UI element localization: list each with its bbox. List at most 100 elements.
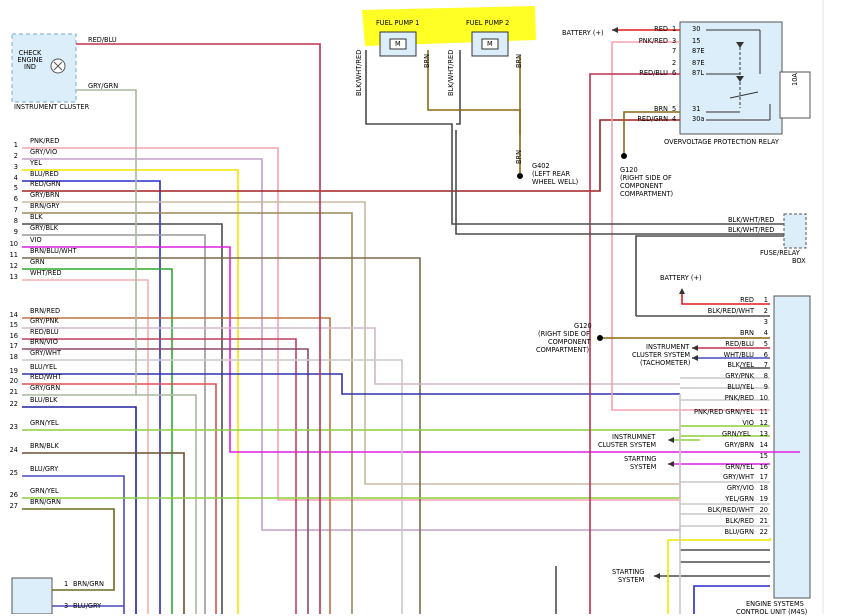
wire-gry-grn-label: GRY/GRN [88, 82, 119, 90]
left-pin-number: 3 [13, 163, 18, 171]
relay-pin-terminal: 30a [692, 115, 705, 123]
ecu-pin-number: 13 [759, 429, 768, 438]
left-pin-wire-label: BRN/BLU/WHT [30, 247, 77, 255]
relay-pin-number: 5 [672, 105, 677, 113]
ecu-pin-number: 11 [759, 408, 768, 416]
ecu-pin-wire-label: GRY/BRN [724, 440, 754, 449]
left-pin-number: 21 [9, 388, 18, 396]
ecu-pin-wire-label: BLK/YEL [727, 361, 754, 370]
left-pin-number: 10 [9, 240, 18, 248]
left-pin-wire-label: BRN/GRY [30, 202, 60, 210]
ecu-pin-wire-label: BLU/YEL [727, 383, 754, 392]
ecu-pin-wire-label: GRY/WHT [722, 473, 754, 482]
ecu-pin-number: 18 [759, 484, 768, 493]
left-pin-wire-label: BLU/BLK [30, 396, 58, 404]
ecu-pin-wire-label: BLU/GRN [724, 527, 754, 536]
relay-pin-terminal: 15 [692, 37, 701, 45]
left-pin-number: 18 [9, 353, 18, 361]
ecu-pin-wire-label: BLK/RED/WHT [707, 506, 754, 515]
ecu-pin-number: 10 [759, 394, 768, 403]
relay-fuse-label: 10A [791, 73, 799, 86]
wire-brn-3: BRN [515, 149, 523, 164]
fuse-box-title2: BOX [792, 257, 806, 265]
relay-box [679, 21, 783, 135]
motor-1-label: M [395, 40, 401, 48]
ecu-pin-wire-label: GRY/PNK [725, 372, 754, 381]
left-pin-wire-label: GRY/WHT [30, 349, 62, 357]
left-pin-number: 20 [9, 377, 18, 385]
left-pin-number: 4 [13, 174, 18, 182]
g402-desc1: (LEFT REAR [532, 170, 571, 178]
relay-pin-wire-label: RED/BLU [639, 69, 668, 77]
g120-mid-desc1: (RIGHT SIDE OF [538, 330, 590, 338]
sensor-pin-number: 3 [64, 602, 69, 610]
g402-title: G402 [532, 162, 550, 170]
ecu-pin-wire-label: RED/BLU [725, 339, 754, 348]
left-pin-wire-label: BLU/YEL [30, 363, 57, 371]
left-pin-number: 5 [13, 184, 18, 192]
relay-fuse [779, 71, 811, 119]
ecu-pin-wire-label: GRN/YEL [725, 462, 754, 471]
left-pin-wire-label: GRN [30, 258, 45, 266]
left-pin-number: 1 [13, 141, 18, 149]
left-pin-number: 22 [9, 400, 18, 408]
left-pin-number: 17 [9, 342, 18, 350]
left-pin-wire-label: GRY/PNK [30, 317, 59, 325]
arrows [612, 27, 698, 579]
ecu-pin-number: 4 [763, 328, 768, 337]
left-pin-wire-label: GRN/YEL [30, 487, 59, 495]
g120-mid-title: G120 [574, 322, 592, 330]
ecu-pin-wire-label: BLK/RED/WHT [707, 306, 754, 315]
relay-pin-number: 4 [672, 115, 677, 123]
sensor-pin-number: 1 [64, 580, 69, 588]
left-pin-number: 12 [9, 262, 18, 270]
left-pin-wire-label: BLU/GRY [30, 465, 59, 473]
left-pin-wire-label: GRY/GRN [30, 384, 61, 392]
ecu-pin-number: 1 [763, 296, 768, 304]
g402-desc2: WHEEL WELL) [532, 178, 579, 186]
g120-top-title: G120 [620, 166, 638, 174]
g120-top-desc1: (RIGHT SIDE OF [620, 174, 672, 182]
ecu-pin-number: 16 [759, 462, 768, 471]
left-pin-wire-label: BRN/RED [30, 307, 61, 315]
left-pin-number: 26 [9, 491, 18, 499]
relay-pin-wire-label: BRN [653, 105, 668, 113]
fuse-box-wire2: BLK/WHT/RED [728, 226, 775, 234]
ecu-pin-wire-label: BLK/RED [725, 517, 754, 525]
starting2-line1: STARTING [612, 568, 645, 576]
relay-pin-number: 7 [672, 47, 677, 55]
left-pin-wire-label: GRY/VIO [30, 148, 58, 156]
instrument-cluster-box [11, 33, 77, 103]
left-pin-number: 9 [13, 228, 18, 236]
wire-brn-1: BRN [423, 53, 431, 68]
wire-blk-wht-red-2: BLK/WHT/RED [447, 49, 455, 96]
ecu-pin-number: 7 [763, 361, 768, 370]
ground-symbols [517, 153, 627, 341]
ic-system-line1: INSTRUMENT [646, 343, 690, 351]
ecu-pin-number: 15 [759, 451, 768, 460]
ecu-pin-number: 2 [763, 306, 768, 315]
left-pin-number: 15 [9, 321, 18, 329]
left-pin-wire-label: RED/BLU [30, 328, 59, 336]
left-pin-wire-label: YEL [30, 159, 42, 167]
fuse-box-wire1: BLK/WHT/RED [728, 216, 775, 224]
ic-system2-line1: INSTRUMNET [612, 433, 656, 441]
instrument-cluster-label: INSTRUMENT CLUSTER [14, 103, 90, 111]
ecu-pin-number: 20 [759, 506, 768, 515]
ic-system-line2: CLUSTER SYSTEM [632, 351, 691, 359]
ecu-pin-wire-label: GRN/YEL [725, 408, 754, 416]
left-pin-wire-label: BRN/VIO [30, 338, 58, 346]
g120-mid-desc3: COMPARTMENT) [536, 346, 590, 354]
left-pin-number: 16 [9, 332, 18, 340]
left-pin-number: 23 [9, 423, 18, 431]
left-pin-wire-label: BRN/BLK [30, 442, 59, 450]
battery-right-label: BATTERY (+) [660, 274, 702, 282]
relay-pin-terminal: 87L [692, 69, 705, 77]
fuse-box-title1: FUSE/RELAY [760, 249, 800, 257]
grn-yel-ext-label: GRN/YEL [722, 430, 751, 438]
ecu-title2: CONTROL UNIT (M4S) [736, 608, 808, 616]
ic-system-line3: (TACHOMETER) [640, 359, 691, 367]
left-pin-number: 11 [9, 251, 18, 259]
wire-blk-wht-red-1: BLK/WHT/RED [355, 49, 363, 96]
left-pin-wire-label: GRN/YEL [30, 419, 59, 427]
